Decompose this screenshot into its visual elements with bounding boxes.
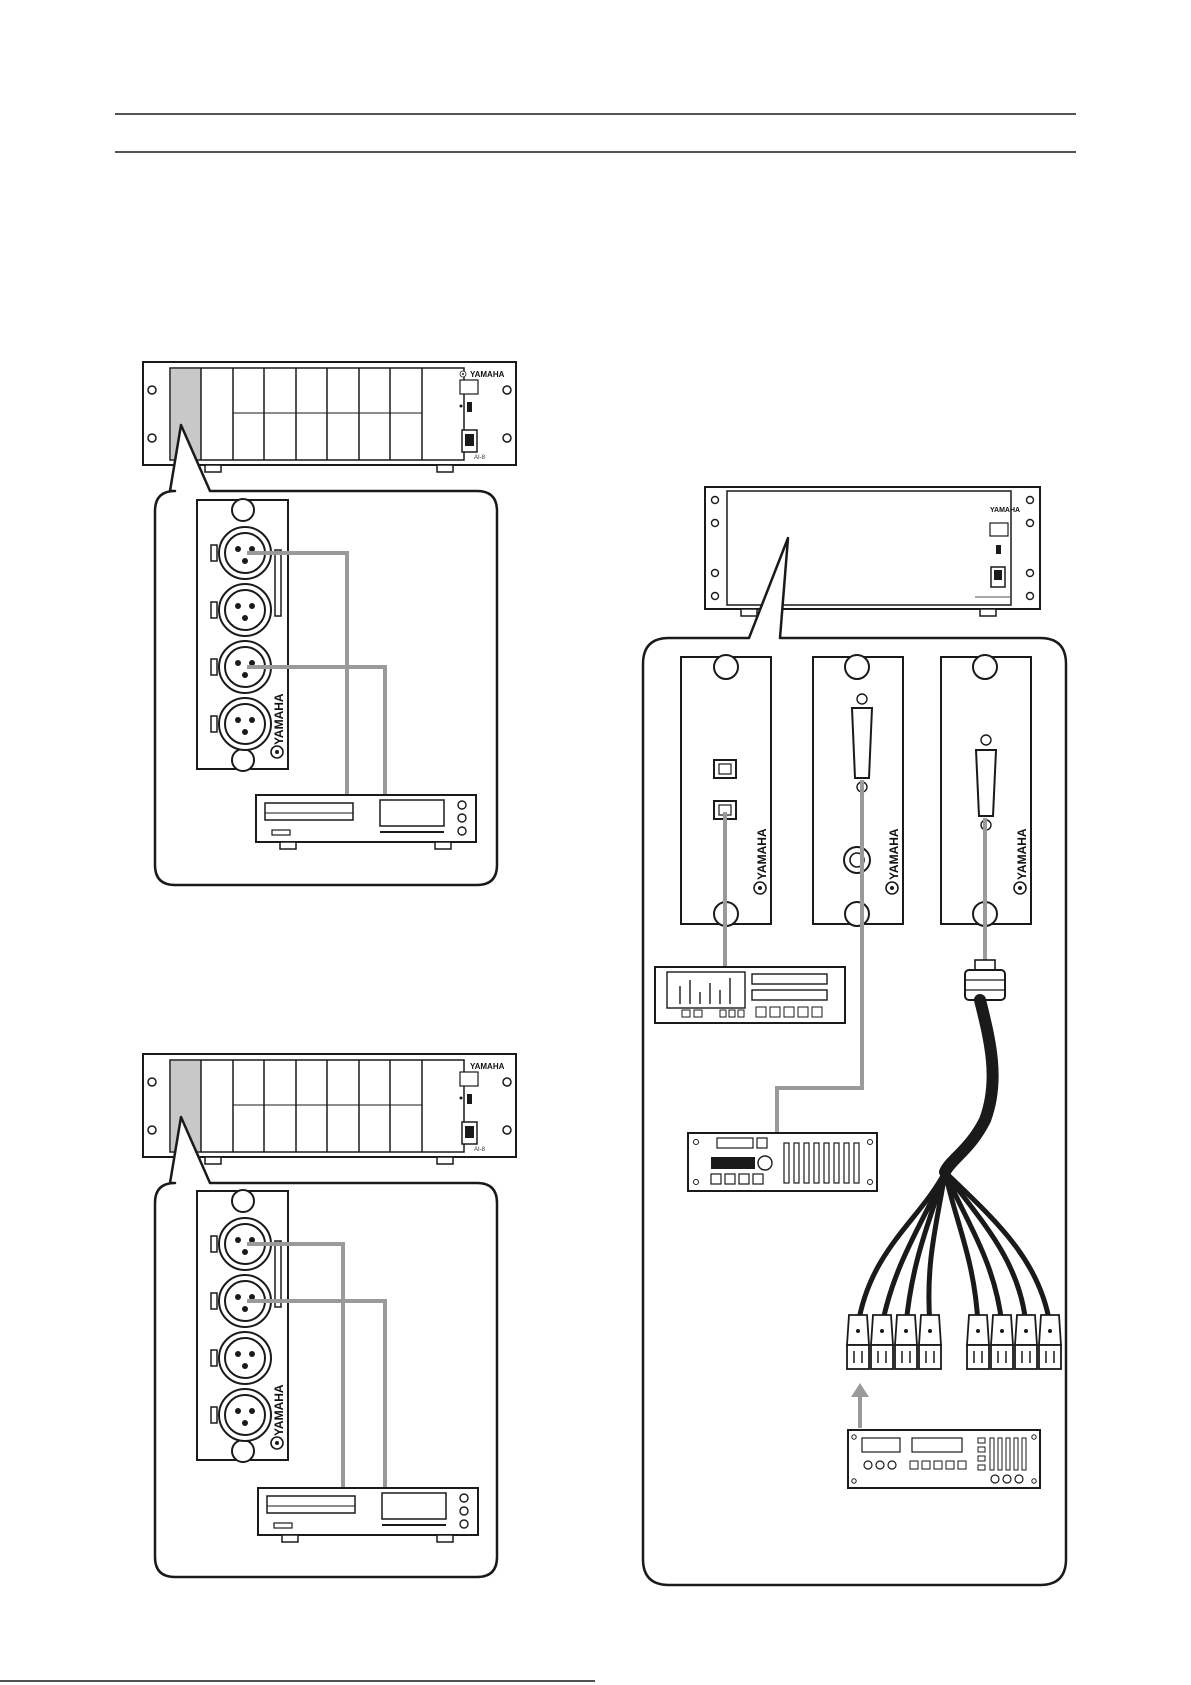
analog-input-card-top: YAMAHA <box>197 499 288 771</box>
rack-unit-top-left: YAMAHA AI-8 <box>143 362 516 472</box>
optical-card-brand: YAMAHA <box>755 828 769 880</box>
brand-label-top: YAMAHA <box>470 370 505 379</box>
analog-input-card-bottom: YAMAHA <box>197 1190 288 1462</box>
brand-label-right: YAMAHA <box>990 507 1020 514</box>
rack-recorder-device <box>848 1430 1040 1488</box>
card-brand-top: YAMAHA <box>272 693 286 745</box>
brand-label-bottom: YAMAHA <box>470 1062 505 1071</box>
dsub-card-brand: YAMAHA <box>887 828 901 880</box>
cd-player-bottom <box>258 1488 478 1542</box>
rack-unit-right: YAMAHA <box>705 487 1040 616</box>
rack-unit-bottom-left: YAMAHA AI-8 <box>143 1054 516 1164</box>
dsub-bnc-card: YAMAHA <box>813 655 903 926</box>
dsub-card-3-brand: YAMAHA <box>1015 828 1029 880</box>
cd-player-top <box>256 795 476 849</box>
recorder-device <box>688 1133 877 1191</box>
card-brand-bottom: YAMAHA <box>272 1384 286 1436</box>
processor-device <box>655 967 845 1023</box>
model-label-bottom: AI-8 <box>474 1147 486 1153</box>
model-label-top: AI-8 <box>474 455 486 461</box>
